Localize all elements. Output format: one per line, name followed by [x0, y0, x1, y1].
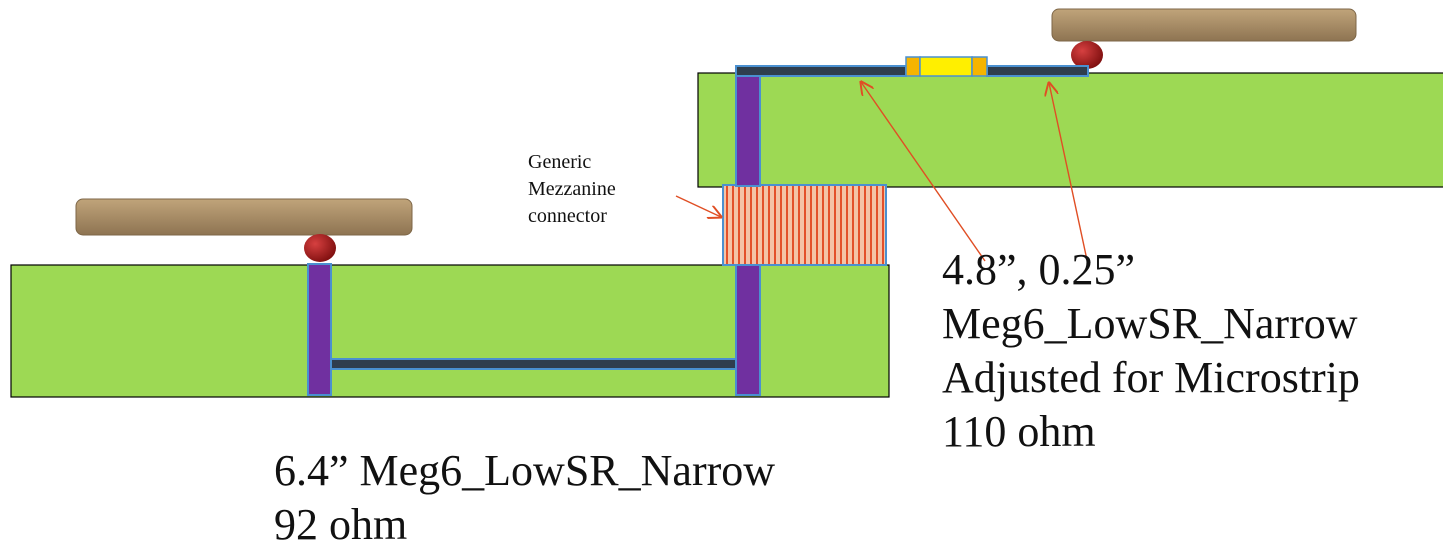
lower-solder-ball — [304, 234, 336, 262]
upper-trace-label: 4.8”, 0.25” Meg6_LowSR_Narrow Adjusted f… — [942, 243, 1360, 459]
lower-trace-label-line: 92 ohm — [274, 500, 408, 549]
lower-left-via — [307, 263, 332, 396]
connector-label: Generic Mezzanine connector — [528, 149, 616, 230]
series-component-right-cap — [971, 56, 988, 77]
upper-trace-label-line: 110 ohm — [942, 407, 1096, 456]
series-component-left-cap — [905, 56, 921, 77]
lower-trace-label: 6.4” Meg6_LowSR_Narrow 92 ohm — [274, 444, 775, 551]
connector-label-line: Generic — [528, 151, 592, 173]
upper-solder-ball — [1071, 41, 1103, 69]
connector-label-line: Mezzanine — [528, 178, 616, 200]
upper-via — [735, 73, 761, 187]
lower-component — [75, 198, 413, 236]
lower-trace-label-line: 6.4” Meg6_LowSR_Narrow — [274, 446, 776, 495]
trace-callout-arrow-left — [861, 82, 986, 262]
upper-board — [697, 72, 1443, 188]
upper-microstrip-trace-left — [735, 65, 907, 77]
upper-trace-label-line: 4.8”, 0.25” — [942, 245, 1136, 294]
upper-component — [1051, 8, 1357, 42]
series-component-body — [919, 56, 973, 77]
lower-stripline-trace — [330, 358, 737, 370]
upper-microstrip-trace-right — [986, 65, 1089, 77]
trace-callout-arrow-right — [1049, 83, 1088, 261]
connector-callout-arrow — [675, 195, 721, 217]
upper-trace-label-line: Meg6_LowSR_Narrow — [942, 299, 1358, 348]
connector-label-line: connector — [528, 205, 607, 227]
mezzanine-connector — [722, 184, 887, 266]
lower-right-via — [735, 263, 761, 396]
upper-trace-label-line: Adjusted for Microstrip — [942, 353, 1360, 402]
